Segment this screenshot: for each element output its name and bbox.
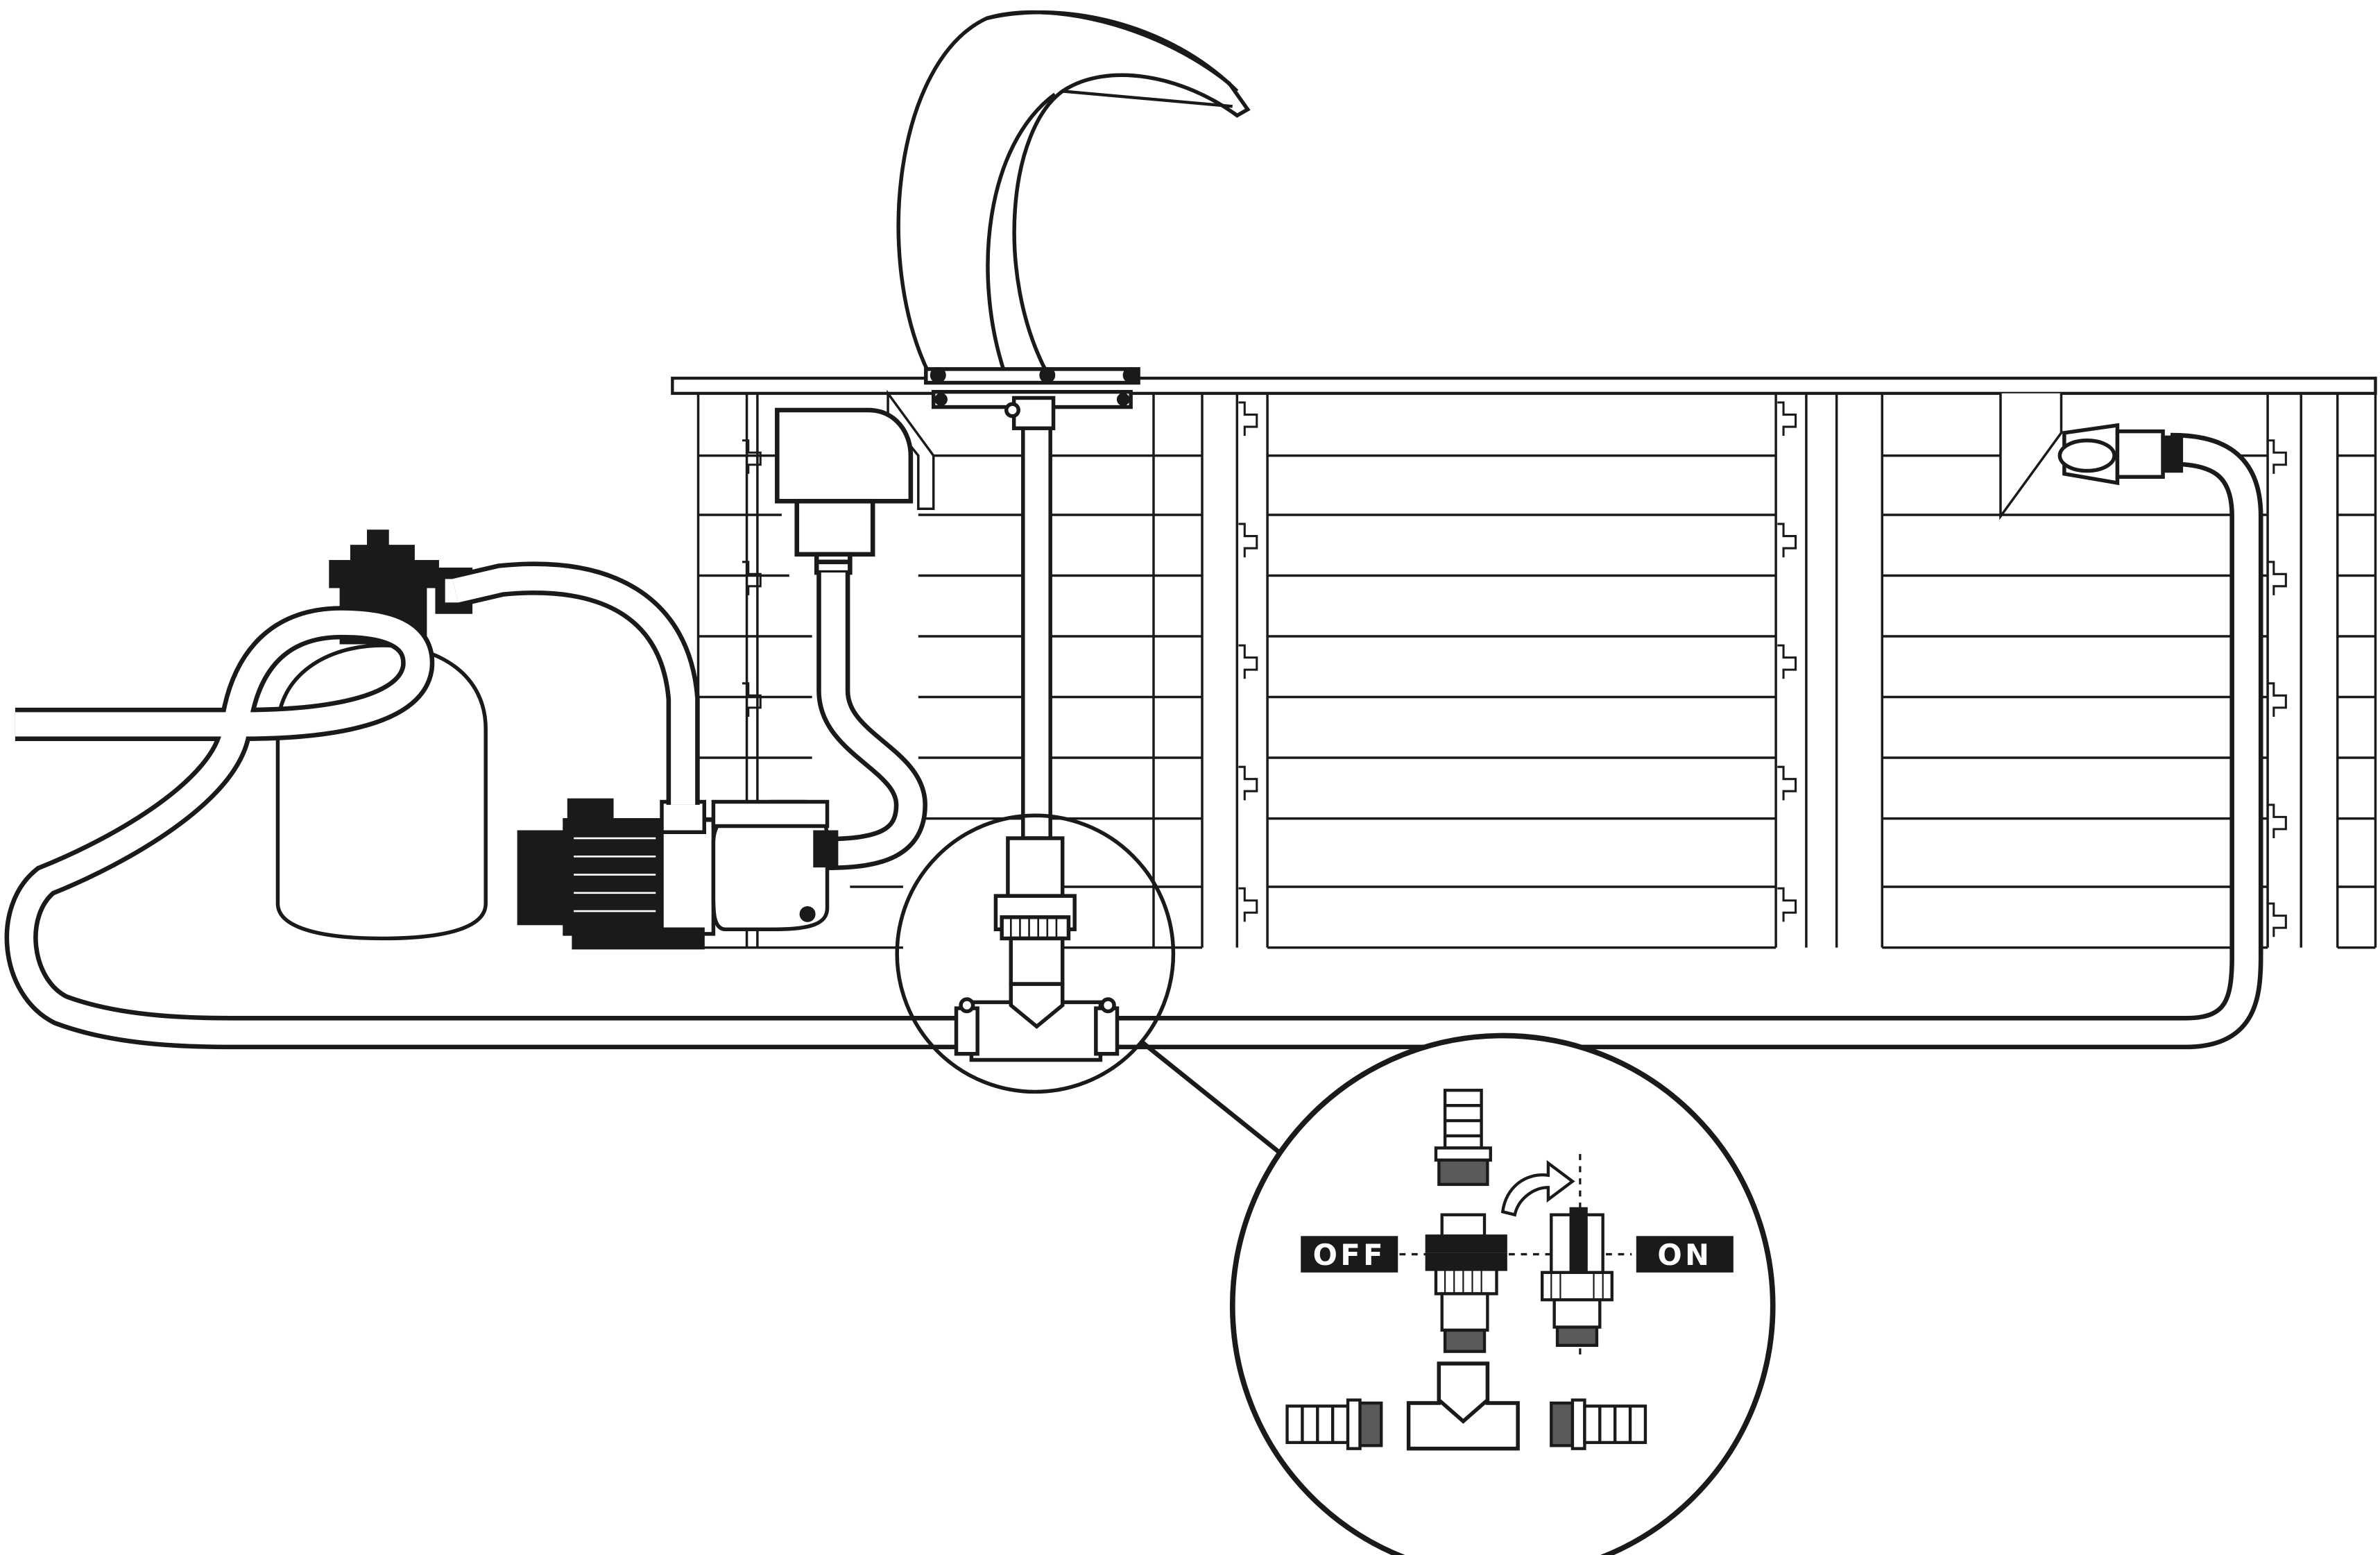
wall-boards-center xyxy=(1153,393,2377,949)
tee-valve-assembly xyxy=(954,836,1120,1062)
on-label: ON xyxy=(1636,1236,1733,1273)
hose-adapter-left xyxy=(1285,1398,1383,1450)
pool-wall xyxy=(671,376,2377,949)
rail-support-right xyxy=(1999,393,2063,520)
return-inlet xyxy=(2057,423,2184,486)
off-label-text: OFF xyxy=(1313,1238,1386,1272)
skimmer-hose xyxy=(816,572,927,870)
post-clips xyxy=(741,401,2287,938)
hose-filter-to-pump xyxy=(451,561,700,805)
hose-filter-loop xyxy=(4,606,972,1050)
pump-motor xyxy=(563,818,667,936)
pump-housing xyxy=(660,818,716,936)
hose-adapter-right xyxy=(1550,1398,1647,1450)
rotate-arrow-icon xyxy=(1500,1159,1575,1217)
ball-valve-on xyxy=(1540,1207,1613,1348)
ball-valve-off xyxy=(1425,1213,1507,1353)
spout-supply-pipe xyxy=(1004,396,1056,840)
tee-fitting-detail xyxy=(1406,1361,1520,1451)
pump-strainer-lid xyxy=(711,799,830,829)
on-label-text: ON xyxy=(1657,1238,1712,1272)
skimmer xyxy=(775,407,914,575)
off-label: OFF xyxy=(1301,1236,1398,1273)
detail-circle xyxy=(1230,1033,1776,1555)
detail-view: OFF ON xyxy=(1230,1033,1776,1555)
zoom-source-circle xyxy=(895,813,1176,1094)
pump xyxy=(517,798,839,950)
waterfall-spout xyxy=(896,10,1251,409)
spout-base-plate xyxy=(924,367,1140,385)
wall-posts-middle xyxy=(1152,393,2339,948)
hose-tee-to-return xyxy=(1100,432,2263,1050)
hose-adapter-top xyxy=(1434,1089,1492,1187)
zoom-leader-line xyxy=(1140,1039,1289,1161)
pump-motor-fan xyxy=(517,830,567,926)
